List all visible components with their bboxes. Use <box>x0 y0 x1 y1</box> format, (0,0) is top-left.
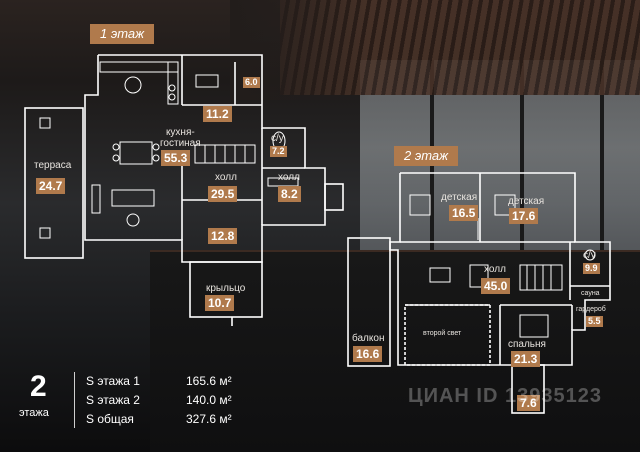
summary-divider <box>74 372 75 428</box>
balcony-label: балкон <box>352 333 385 344</box>
floor-2-title: 2 этаж <box>394 146 459 166</box>
wc-2-label: с/у <box>583 250 596 261</box>
area-floor-1-label: S этажа 1 <box>86 374 140 388</box>
area-floor-2-label: S этажа 2 <box>86 393 140 407</box>
watermark: ЦИАН ID 13935123 <box>408 385 602 407</box>
kids-room-1-label: детская <box>441 192 478 203</box>
area-total-value: 327.6 м² <box>186 412 232 426</box>
bedroom-area: 21.3 <box>511 351 541 367</box>
window-mullion <box>520 60 524 280</box>
area-floor-2-value: 140.0 м² <box>186 393 232 407</box>
hall-1-label: холл <box>215 172 237 183</box>
window-background <box>360 60 640 280</box>
room-area-6: 6.0 <box>243 77 260 88</box>
hall-2-area: 8.2 <box>278 186 301 202</box>
terrace-label: терраса <box>34 160 72 171</box>
hall-floor-2-area: 45.0 <box>481 278 511 294</box>
wardrobe-label: гардероб <box>576 306 606 313</box>
window-mullion <box>600 60 604 280</box>
bedroom-label: спальня <box>508 339 546 350</box>
second-light-label: второй свет <box>423 330 462 337</box>
area-total-label: S общая <box>86 412 134 426</box>
kitchen-living-area: 55.3 <box>161 150 191 166</box>
porch-area: 10.7 <box>205 295 235 311</box>
kids-room-2-label: детская <box>508 196 545 207</box>
sauna-label: сауна <box>581 290 600 297</box>
room-area-12: 12.8 <box>208 228 238 244</box>
wardrobe-area: 5.5 <box>586 316 603 327</box>
wc-1-label: с/у <box>271 133 284 144</box>
window-mullion <box>430 60 434 280</box>
floors-count: 2 <box>30 370 47 403</box>
kids-room-2-area: 17.6 <box>509 208 539 224</box>
kitchen-counter <box>150 252 640 452</box>
area-floor-1-value: 165.6 м² <box>186 374 232 388</box>
hall-1-area: 29.5 <box>208 186 238 202</box>
hall-floor-2-label: холл <box>484 264 506 275</box>
floors-label: этажа <box>19 407 49 419</box>
wc-2-area: 9.9 <box>583 263 600 274</box>
kids-room-1-area: 16.5 <box>449 205 479 221</box>
wc-1-area: 7.2 <box>270 146 287 157</box>
porch-label: крыльцо <box>206 283 246 294</box>
room-area-7: 7.6 <box>517 395 540 411</box>
room-area-11: 11.2 <box>203 106 232 122</box>
hall-2-label: холл <box>278 172 300 183</box>
balcony-area: 16.6 <box>353 346 383 362</box>
floor-1-title: 1 этаж <box>90 24 155 44</box>
kitchen-living-label: кухня- гостиная <box>160 127 201 149</box>
terrace-area: 24.7 <box>36 178 66 194</box>
